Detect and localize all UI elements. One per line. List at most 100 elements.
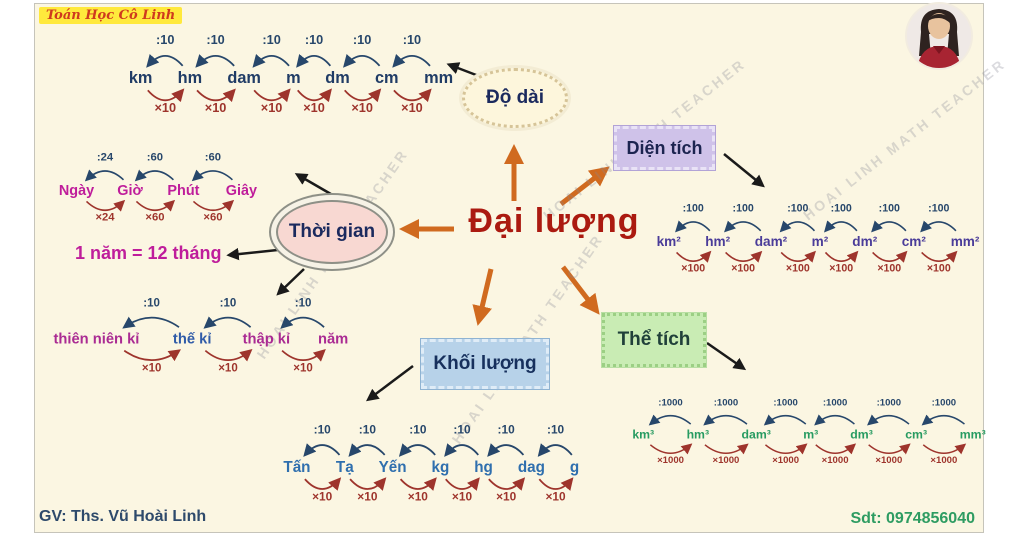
svg-text:×100: ×100 xyxy=(877,263,901,275)
svg-text:dam³: dam³ xyxy=(742,428,771,442)
svg-text:mm: mm xyxy=(424,69,453,87)
svg-text:km: km xyxy=(129,69,153,87)
svg-text:Tạ: Tạ xyxy=(336,459,354,476)
svg-text:km³: km³ xyxy=(632,428,654,442)
svg-text:dm²: dm² xyxy=(852,234,877,249)
svg-text::10: :10 xyxy=(305,32,323,47)
svg-text:×1000: ×1000 xyxy=(930,455,957,466)
svg-text::100: :100 xyxy=(733,203,754,215)
svg-text:×1000: ×1000 xyxy=(713,455,740,466)
svg-text:×100: ×100 xyxy=(927,263,951,275)
svg-text:km²: km² xyxy=(657,234,682,249)
svg-text:×10: ×10 xyxy=(351,100,373,115)
svg-text:dam: dam xyxy=(227,69,261,87)
svg-text:×10: ×10 xyxy=(154,100,176,115)
svg-text::10: :10 xyxy=(262,32,280,47)
svg-text::60: :60 xyxy=(205,152,221,164)
svg-text::10: :10 xyxy=(498,422,516,436)
svg-text:×10: ×10 xyxy=(408,490,429,504)
svg-text:×10: ×10 xyxy=(205,100,227,115)
svg-text:cm²: cm² xyxy=(902,234,927,249)
svg-text:×24: ×24 xyxy=(95,212,115,224)
svg-text:×10: ×10 xyxy=(545,490,566,504)
node-the-tich-label: Thể tích xyxy=(617,329,691,350)
svg-text:×10: ×10 xyxy=(357,490,378,504)
svg-text:×100: ×100 xyxy=(731,263,755,275)
teacher-name: GV: Ths. Vũ Hoài Linh xyxy=(39,508,207,525)
node-the-tich: Thể tích xyxy=(602,313,706,367)
node-do-dai-label: Độ dài xyxy=(485,87,545,108)
svg-text:thập kỉ: thập kỉ xyxy=(243,332,290,348)
central-topic: Đại lượng xyxy=(468,202,640,240)
svg-text::24: :24 xyxy=(97,152,114,164)
svg-text:hm³: hm³ xyxy=(687,428,709,442)
svg-text:m³: m³ xyxy=(803,428,818,442)
svg-text::10: :10 xyxy=(220,297,237,309)
svg-text:kg: kg xyxy=(432,459,450,476)
svg-text:m²: m² xyxy=(812,234,829,249)
svg-text::1000: :1000 xyxy=(823,398,847,409)
svg-text::10: :10 xyxy=(409,422,427,436)
svg-text:Ngày: Ngày xyxy=(59,183,94,199)
svg-text:×10: ×10 xyxy=(303,100,325,115)
svg-text::10: :10 xyxy=(295,297,312,309)
svg-text:mm³: mm³ xyxy=(960,428,986,442)
svg-text:năm: năm xyxy=(318,332,348,348)
svg-text:×10: ×10 xyxy=(142,362,162,374)
teacher-avatar xyxy=(907,4,971,68)
svg-text::100: :100 xyxy=(683,203,704,215)
mindmap-canvas: Toán Học Cô Linh HOAI LINH MATH TEACHER … xyxy=(34,3,1009,533)
node-thoi-gian-label: Thời gian xyxy=(288,221,376,242)
svg-text::10: :10 xyxy=(403,32,421,47)
svg-text:Giờ: Giờ xyxy=(117,183,143,199)
svg-text:thế kỉ: thế kỉ xyxy=(173,332,211,348)
svg-text:×10: ×10 xyxy=(401,100,423,115)
svg-text::60: :60 xyxy=(147,152,163,164)
svg-text:×10: ×10 xyxy=(452,490,473,504)
svg-text::100: :100 xyxy=(831,203,852,215)
svg-text:cm: cm xyxy=(375,69,399,87)
svg-text:dm³: dm³ xyxy=(850,428,872,442)
node-khoi-luong-label: Khối lượng xyxy=(433,353,537,374)
year-month-note: 1 năm = 12 tháng xyxy=(75,243,222,263)
svg-text::10: :10 xyxy=(143,297,160,309)
svg-text::10: :10 xyxy=(206,32,224,47)
phone-number: Sdt: 0974856040 xyxy=(850,510,975,527)
svg-text:×10: ×10 xyxy=(312,490,333,504)
svg-text:hg: hg xyxy=(474,459,493,476)
svg-text::10: :10 xyxy=(359,422,377,436)
svg-text:dm: dm xyxy=(325,69,349,87)
svg-text::100: :100 xyxy=(879,203,900,215)
svg-text:Yến: Yến xyxy=(379,459,407,476)
svg-text:dag: dag xyxy=(518,459,545,476)
svg-text:×1000: ×1000 xyxy=(822,455,849,466)
svg-text::10: :10 xyxy=(156,32,174,47)
svg-text:×100: ×100 xyxy=(681,263,705,275)
svg-text:×60: ×60 xyxy=(145,212,164,224)
svg-text:×1000: ×1000 xyxy=(657,455,684,466)
svg-text:hm: hm xyxy=(178,69,202,87)
svg-text::100: :100 xyxy=(787,203,808,215)
brand-label: Toán Học Cô Linh xyxy=(39,7,183,24)
svg-text::100: :100 xyxy=(928,203,949,215)
svg-text:g: g xyxy=(570,459,579,476)
svg-text:mm²: mm² xyxy=(951,234,980,249)
svg-text::1000: :1000 xyxy=(877,398,901,409)
volume-unit-chain: :1000×1000:1000×1000:1000×1000:1000×1000… xyxy=(629,385,989,477)
node-do-dai: Độ dài xyxy=(462,68,568,128)
svg-text:hm²: hm² xyxy=(705,234,730,249)
svg-text:×100: ×100 xyxy=(829,263,853,275)
svg-text:Phút: Phút xyxy=(167,183,199,199)
svg-text::10: :10 xyxy=(453,422,471,436)
svg-text::1000: :1000 xyxy=(773,398,797,409)
svg-text:m: m xyxy=(286,69,301,87)
svg-text:×10: ×10 xyxy=(218,362,238,374)
svg-text:Giây: Giây xyxy=(226,183,257,199)
svg-text:×1000: ×1000 xyxy=(772,455,799,466)
svg-text::10: :10 xyxy=(314,422,332,436)
svg-text:thiên niên kỉ: thiên niên kỉ xyxy=(53,332,139,348)
